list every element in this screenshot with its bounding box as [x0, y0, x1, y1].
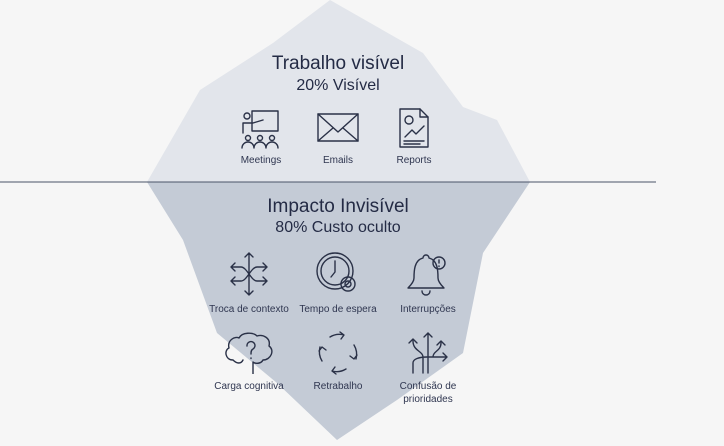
visible-item-label: Emails: [322, 155, 354, 166]
hidden-item-label: Confusão de prioridades: [400, 380, 457, 406]
hidden-item-label: Retrabalho: [313, 381, 363, 392]
hidden-subtitle: 80% Custo oculto: [275, 219, 401, 236]
cycle-arrows-icon: [316, 331, 360, 375]
clock-gear-icon: [315, 251, 361, 297]
hidden-item-label: Carga cognitiva: [214, 381, 284, 392]
bell-alert-icon: [406, 251, 450, 297]
diverging-paths-icon: [403, 329, 453, 375]
visible-item-label: Reports: [396, 155, 432, 166]
label-line-1: Confusão de: [399, 381, 457, 392]
brain-question-icon: [223, 330, 275, 374]
hidden-item-label: Interrupções: [400, 304, 456, 315]
visible-subtitle: 20% Visível: [296, 77, 380, 94]
report-icon: [397, 107, 431, 149]
iceberg-visible-part: [147, 0, 530, 182]
meeting-icon: [240, 108, 282, 150]
visible-title: Trabalho visível: [271, 53, 405, 74]
hidden-title: Impacto Invisível: [267, 196, 409, 217]
hidden-item-label: Tempo de espera: [299, 304, 377, 315]
envelope-icon: [317, 112, 359, 144]
visible-item-label: Meetings: [240, 155, 282, 166]
label-line-2: prioridades: [403, 394, 453, 405]
hidden-item-label: Troca de contexto: [209, 304, 289, 315]
crossing-arrows-icon: [227, 251, 271, 297]
iceberg-hidden-part: [147, 182, 530, 440]
